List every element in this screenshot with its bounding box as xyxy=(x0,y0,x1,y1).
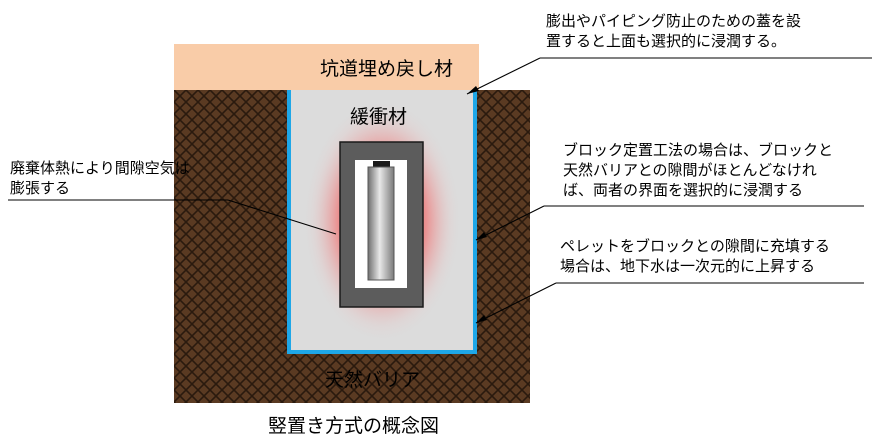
annotation-block-emplacement: ブロック定置工法の場合は、ブロックと 天然バリアとの隙間がほとんどなけれ ば、両… xyxy=(563,141,834,199)
backfill-layer xyxy=(174,44,479,90)
label-backfill: 坑道埋め戻し材 xyxy=(320,58,454,80)
leader-arrowheads xyxy=(467,86,487,323)
figure-caption: 竪置き方式の概念図 xyxy=(268,415,440,437)
label-buffer: 緩衝材 xyxy=(350,106,408,128)
annotation-pellet-filling: ペレットをブロックとの隙間に充填する 場合は、地下水は一次元的に上昇する xyxy=(560,237,830,275)
buffer-rock-gap xyxy=(287,90,477,354)
annotation-heat: 廃棄体熱により間隙空気は 膨張する xyxy=(10,159,190,197)
annotation-lid: 膨出やパイピング防止のための蓋を設 置すると上面も選択的に浸潤する。 xyxy=(546,12,802,50)
waste-form xyxy=(367,166,395,281)
label-host-rock: 天然バリア xyxy=(325,369,421,391)
leader-lines xyxy=(8,57,872,324)
waste-form-cap xyxy=(373,161,390,168)
